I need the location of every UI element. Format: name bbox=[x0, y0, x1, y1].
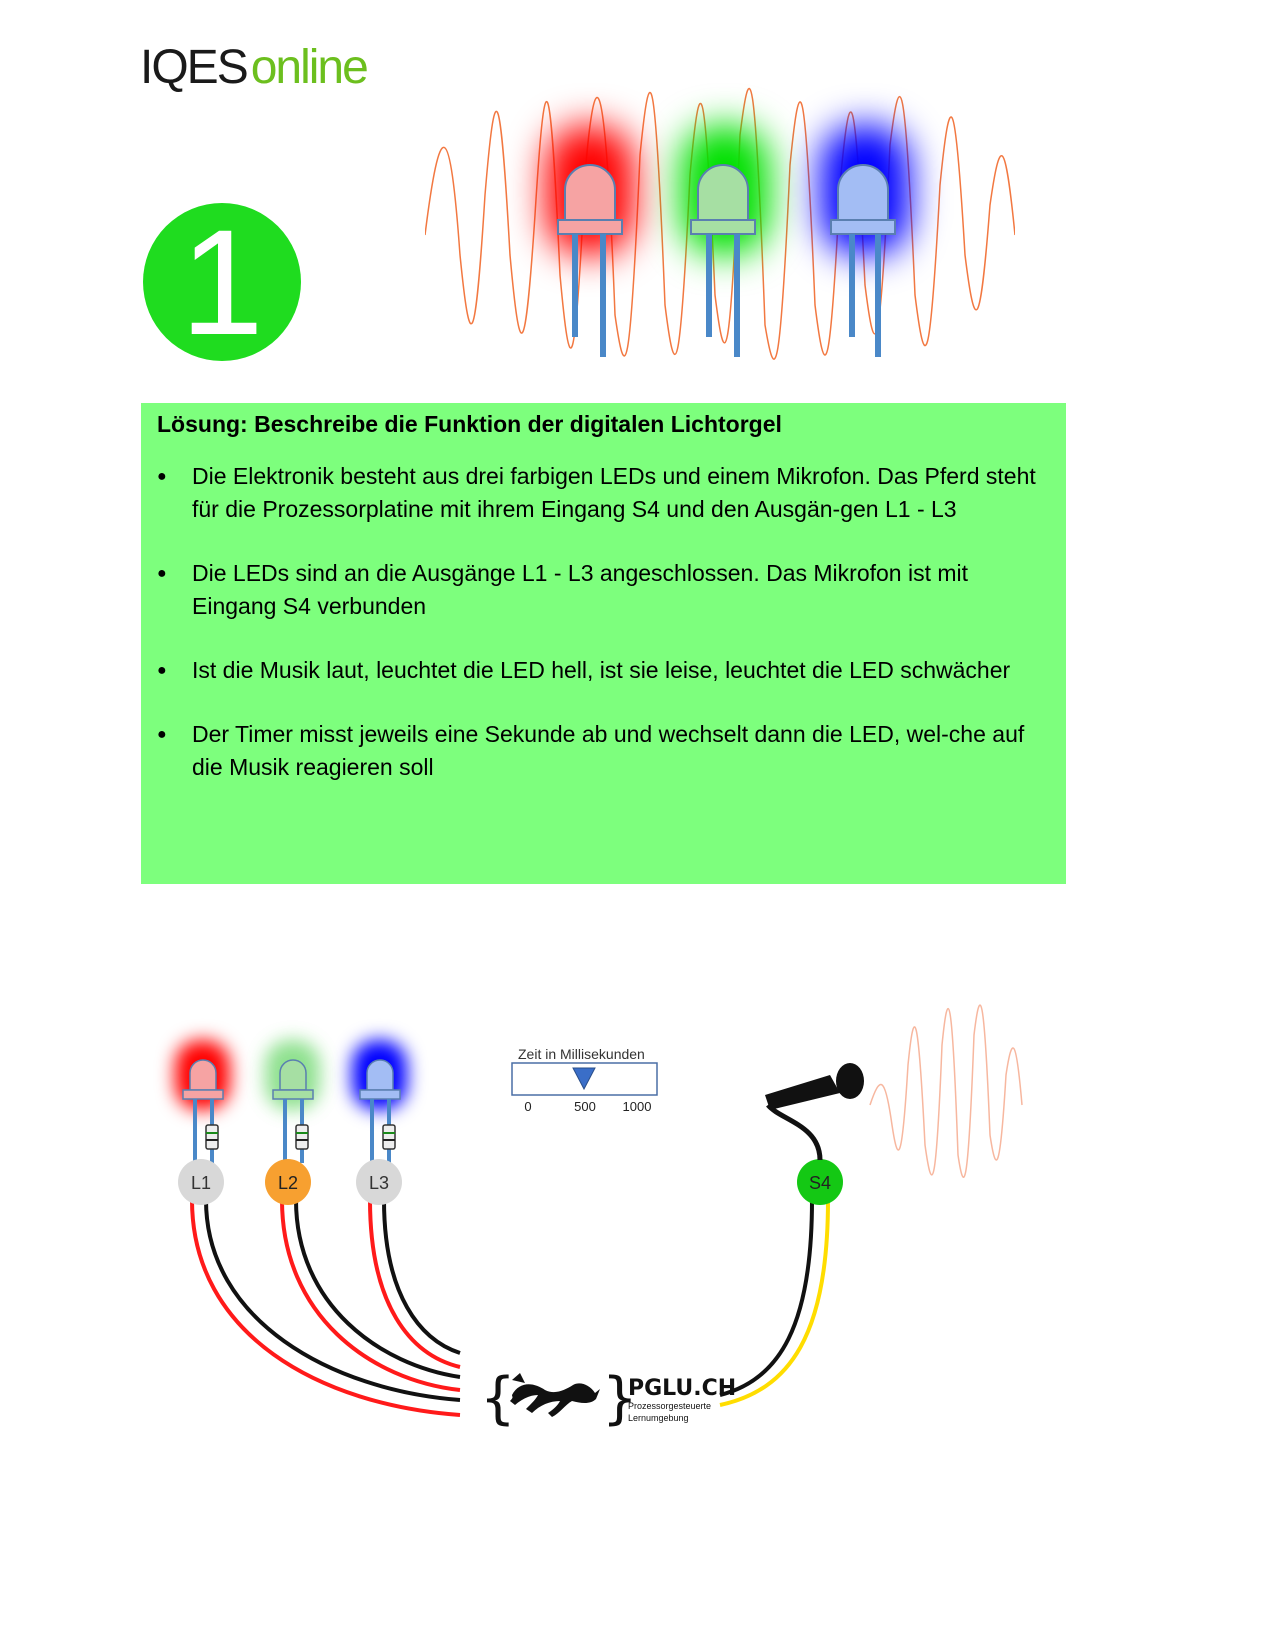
blue-led-icon bbox=[352, 1040, 407, 1163]
port-l2: L2 bbox=[265, 1159, 311, 1205]
wire-s4-yellow bbox=[719, 1199, 830, 1407]
wire-l1-red bbox=[190, 1199, 461, 1417]
green-led-icon bbox=[680, 125, 770, 357]
list-item: ● Die LEDs sind an die Ausgänge L1 - L3 a… bbox=[157, 557, 1050, 623]
circuit-diagram: L1 L2 L3 S4 Zeit in Millisekunden 0 500 … bbox=[175, 1004, 1023, 1431]
port-label: L3 bbox=[369, 1173, 389, 1193]
resistor-icon bbox=[205, 1124, 219, 1150]
pglu-title: PGLU.CH bbox=[628, 1376, 736, 1401]
pglu-subtitle: Lernumgebung bbox=[628, 1413, 689, 1423]
iqes-logo: IQESonline bbox=[140, 41, 369, 94]
wire-l1-black bbox=[204, 1199, 461, 1402]
tick-label: 1000 bbox=[623, 1099, 652, 1114]
port-l1: L1 bbox=[178, 1159, 224, 1205]
timer-slider: Zeit in Millisekunden 0 500 1000 bbox=[511, 1046, 658, 1114]
tick-label: 500 bbox=[574, 1099, 596, 1114]
sound-wave bbox=[869, 1004, 1023, 1178]
solution-box: Lösung: Beschreibe die Funktion der digi… bbox=[141, 403, 1066, 884]
logo-online: online bbox=[250, 41, 369, 94]
wire-s4-black bbox=[719, 1199, 814, 1397]
chapter-number-badge: 1 bbox=[143, 203, 301, 361]
resistor-icon bbox=[382, 1124, 396, 1150]
logo-iqes: IQES bbox=[140, 41, 249, 94]
port-label: L2 bbox=[278, 1173, 298, 1193]
slider-label: Zeit in Millisekunden bbox=[518, 1046, 645, 1062]
bullet-icon: ● bbox=[157, 565, 167, 582]
list-item: ● Die Elektronik besteht aus drei farbige… bbox=[157, 460, 1050, 526]
microphone-icon bbox=[765, 1063, 864, 1161]
svg-text:{: { bbox=[480, 1366, 516, 1431]
green-led-icon bbox=[265, 1040, 320, 1163]
red-led-icon bbox=[545, 125, 635, 357]
bullet-icon: ● bbox=[157, 468, 167, 485]
solution-list: ● Die Elektronik besteht aus drei farbige… bbox=[157, 460, 1050, 784]
wire-l2-black bbox=[294, 1199, 461, 1379]
red-led-icon bbox=[175, 1040, 230, 1163]
list-item-text: Der Timer misst jeweils eine Sekunde ab … bbox=[192, 721, 1025, 780]
list-item-text: Ist die Musik laut, leuchtet die LED hel… bbox=[192, 657, 1011, 683]
list-item: ● Der Timer misst jeweils eine Sekunde ab… bbox=[157, 718, 1050, 784]
wire-l3-red bbox=[368, 1199, 461, 1369]
blue-led-icon bbox=[820, 125, 910, 357]
bullet-icon: ● bbox=[157, 662, 167, 679]
pglu-subtitle: Prozessorgesteuerte bbox=[628, 1401, 711, 1411]
list-item-text: Die Elektronik besteht aus drei farbigen… bbox=[192, 463, 1036, 522]
resistor-icon bbox=[295, 1124, 309, 1150]
wire-l3-black bbox=[382, 1199, 461, 1355]
wire-l2-red bbox=[280, 1199, 461, 1392]
port-l3: L3 bbox=[356, 1159, 402, 1205]
port-label: S4 bbox=[809, 1173, 831, 1193]
horse-icon bbox=[510, 1373, 600, 1417]
tick-label: 0 bbox=[524, 1099, 531, 1114]
port-s4: S4 bbox=[797, 1159, 843, 1205]
bullet-icon: ● bbox=[157, 726, 167, 743]
solution-title: Lösung: Beschreibe die Funktion der digi… bbox=[157, 411, 782, 437]
list-item: ● Ist die Musik laut, leuchtet die LED he… bbox=[157, 654, 1050, 687]
pglu-logo: { } PGLU.CH Prozessorgesteuerte Lernumge… bbox=[480, 1366, 736, 1431]
led-sound-illustration bbox=[425, 87, 1015, 360]
slider-thumb bbox=[572, 1067, 596, 1091]
list-item-text: Die LEDs sind an die Ausgänge L1 - L3 an… bbox=[192, 560, 969, 619]
port-label: L1 bbox=[191, 1173, 211, 1193]
svg-text:}: } bbox=[602, 1366, 638, 1431]
